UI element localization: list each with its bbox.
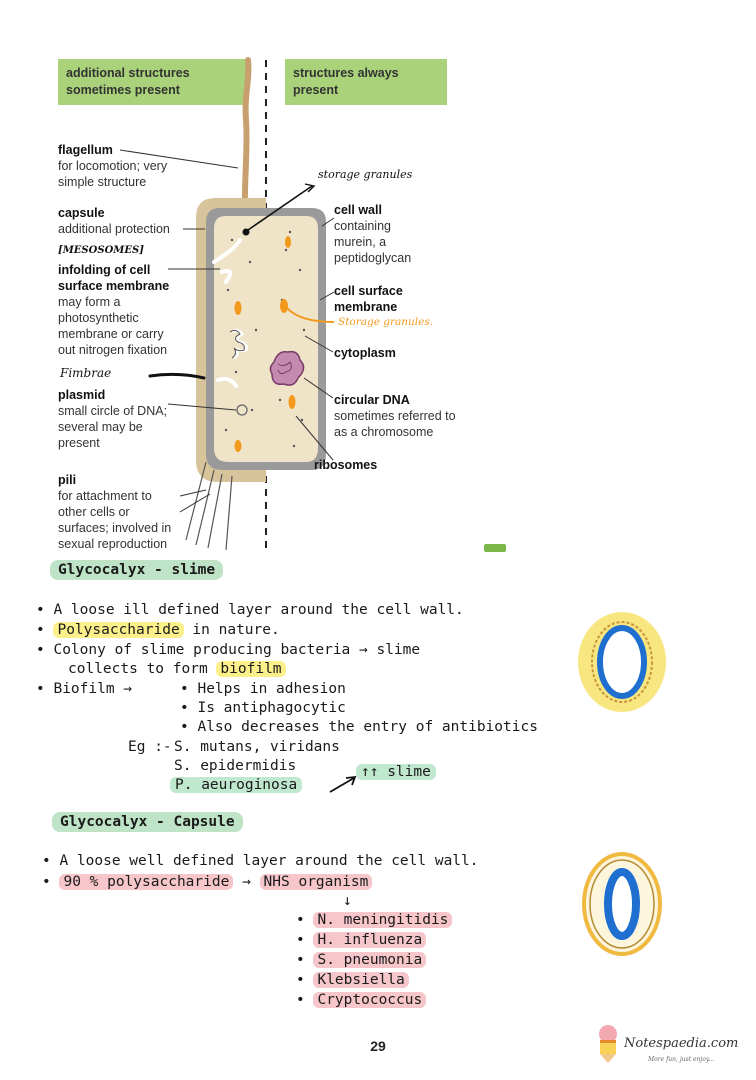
- slime-bullet-4: • Biofilm →: [36, 681, 132, 697]
- org-1-text: N. meningitidis: [313, 912, 452, 928]
- pili-title: pili: [58, 473, 76, 487]
- org-5-text: Cryptococcus: [313, 992, 426, 1008]
- brand-tagline: More fun, just enjoy...: [648, 1056, 714, 1063]
- slime-title-text: Glycocalyx - slime: [50, 560, 223, 580]
- capsule-title: Glycocalyx - Capsule: [52, 814, 243, 830]
- label-cell-wall: cell wall containing murein, a peptidogl…: [334, 202, 434, 266]
- slime-note-text: ↑↑ slime: [356, 764, 436, 780]
- circular-dna-title: circular DNA: [334, 393, 410, 407]
- sub2-text: Is antiphagocytic: [197, 700, 345, 716]
- pencil-logo-icon: [596, 1024, 620, 1064]
- biofilm-sub-2: • Is antiphagocytic: [180, 700, 346, 716]
- csm-title: cell surface membrane: [334, 284, 403, 314]
- polysaccharide-hl: Polysaccharide: [53, 622, 183, 638]
- label-ribosomes: ribosomes: [314, 457, 377, 473]
- slime-layer-illustration: [574, 608, 674, 718]
- pseudomonas-hl: P. aeuroginosa: [170, 777, 302, 793]
- mesosomes-note: [MESOSOMES]: [58, 245, 144, 256]
- arrow-icon: [326, 772, 360, 796]
- label-cytoplasm: cytoplasm: [334, 345, 396, 361]
- capsule-bullet-2: • 90 % polysaccharide → NHS organism: [42, 874, 372, 890]
- slime-bullet-1: • A loose ill defined layer around the c…: [36, 602, 464, 618]
- capsule-desc: additional protection: [58, 222, 170, 236]
- label-flagellum: flagellum for locomotion; very simple st…: [58, 142, 198, 190]
- storage-granules-note: storage granules: [318, 168, 412, 181]
- page-number: 29: [360, 1038, 396, 1054]
- slime-bullet-3-cont: collects to form biofilm: [68, 661, 286, 677]
- capsule-arrow: →: [242, 874, 251, 890]
- slime-b3-line2: collects to form: [68, 661, 208, 677]
- label-capsule: capsule additional protection: [58, 205, 198, 237]
- capsule-layer-illustration: [578, 848, 668, 960]
- slime-title: Glycocalyx - slime: [50, 562, 223, 578]
- eg-item-2: S. epidermidis: [174, 758, 296, 774]
- slime-bullet-3: • Colony of slime producing bacteria → s…: [36, 642, 420, 658]
- label-plasmid: plasmid small circle of DNA; several may…: [58, 387, 178, 451]
- capsule-org-3: • S. pneumonia: [296, 952, 426, 968]
- storage-granules-orange-note: Storage granules.: [338, 316, 433, 328]
- biofilm-sub-1: • Helps in adhesion: [180, 681, 346, 697]
- slime-b1-text: A loose ill defined layer around the cel…: [53, 602, 463, 618]
- cell-wall-title: cell wall: [334, 203, 382, 217]
- capsule-bullet-1: • A loose well defined layer around the …: [42, 853, 479, 869]
- cytoplasm-title: cytoplasm: [334, 346, 396, 360]
- slime-increase-note: ↑↑ slime: [356, 764, 436, 780]
- capsule-title: capsule: [58, 206, 105, 220]
- label-pili: pili for attachment to other cells or su…: [58, 472, 178, 552]
- biofilm-hl: biofilm: [216, 661, 285, 677]
- eg-item-1: S. mutans, viridans: [174, 739, 340, 755]
- sub1-text: Helps in adhesion: [197, 681, 345, 697]
- slime-b3-line1: Colony of slime producing bacteria → sli…: [53, 642, 420, 658]
- polysaccharide-90-hl: 90 % polysaccharide: [59, 874, 233, 890]
- flagellum-desc: for locomotion; very simple structure: [58, 159, 167, 189]
- biofilm-sub-3: • Also decreases the entry of antibiotic…: [180, 719, 538, 735]
- circular-dna-desc: sometimes referred to as a chromosome: [334, 409, 456, 439]
- cell-wall-desc: containing murein, a peptidoglycan: [334, 219, 411, 265]
- capsule-org-5: • Cryptococcus: [296, 992, 426, 1008]
- fimbriae-note: Fimbrae: [60, 366, 111, 380]
- biofilm-head: Biofilm →: [53, 681, 132, 697]
- slime-b2-rest: in nature.: [192, 622, 279, 638]
- sub3-text: Also decreases the entry of antibiotics: [197, 719, 537, 735]
- plasmid-title: plasmid: [58, 388, 105, 402]
- nhs-organism-hl: NHS organism: [260, 874, 373, 890]
- org-4-text: Klebsiella: [313, 972, 408, 988]
- flagellum-title: flagellum: [58, 143, 113, 157]
- label-infolding: infolding of cell surface membrane may f…: [58, 262, 183, 358]
- eg-label: Eg :-: [128, 739, 172, 755]
- capsule-org-2: • H. influenza: [296, 932, 426, 948]
- brand-name: Notespaedia.com: [624, 1036, 738, 1051]
- org-2-text: H. influenza: [313, 932, 426, 948]
- down-arrow-icon: ↓: [343, 893, 352, 909]
- eg-item-3: P. aeuroginosa: [170, 777, 302, 793]
- infolding-desc: may form a photosynthetic membrane or ca…: [58, 295, 167, 357]
- slime-bullet-2: • Polysaccharide in nature.: [36, 622, 280, 638]
- org-3-text: S. pneumonia: [313, 952, 426, 968]
- label-cell-surface-membrane: cell surface membrane: [334, 283, 424, 315]
- label-circular-dna: circular DNA sometimes referred to as a …: [334, 392, 464, 440]
- infolding-title: infolding of cell surface membrane: [58, 263, 169, 293]
- capsule-org-1: • N. meningitidis: [296, 912, 452, 928]
- plasmid-desc: small circle of DNA; several may be pres…: [58, 404, 167, 450]
- ribosomes-title: ribosomes: [314, 458, 377, 472]
- pili-desc: for attachment to other cells or surface…: [58, 489, 171, 551]
- capsule-org-4: • Klebsiella: [296, 972, 409, 988]
- capsule-b1-text: A loose well defined layer around the ce…: [59, 853, 478, 869]
- capsule-title-text: Glycocalyx - Capsule: [52, 812, 243, 832]
